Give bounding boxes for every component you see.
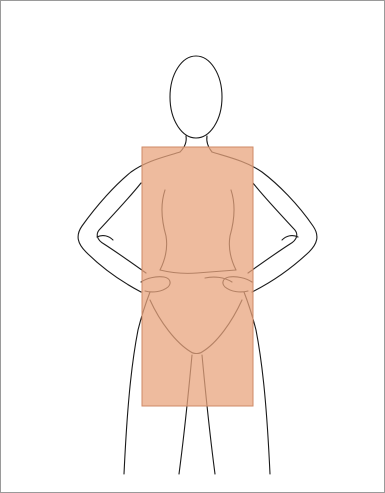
head-outline	[170, 56, 222, 138]
rectangle-shape-overlay	[142, 147, 253, 406]
left-leg-outer	[124, 330, 138, 474]
left-elbow-crease	[97, 236, 113, 240]
right-leg-outer	[256, 330, 270, 474]
left-inner-arm-outline	[97, 183, 146, 273]
